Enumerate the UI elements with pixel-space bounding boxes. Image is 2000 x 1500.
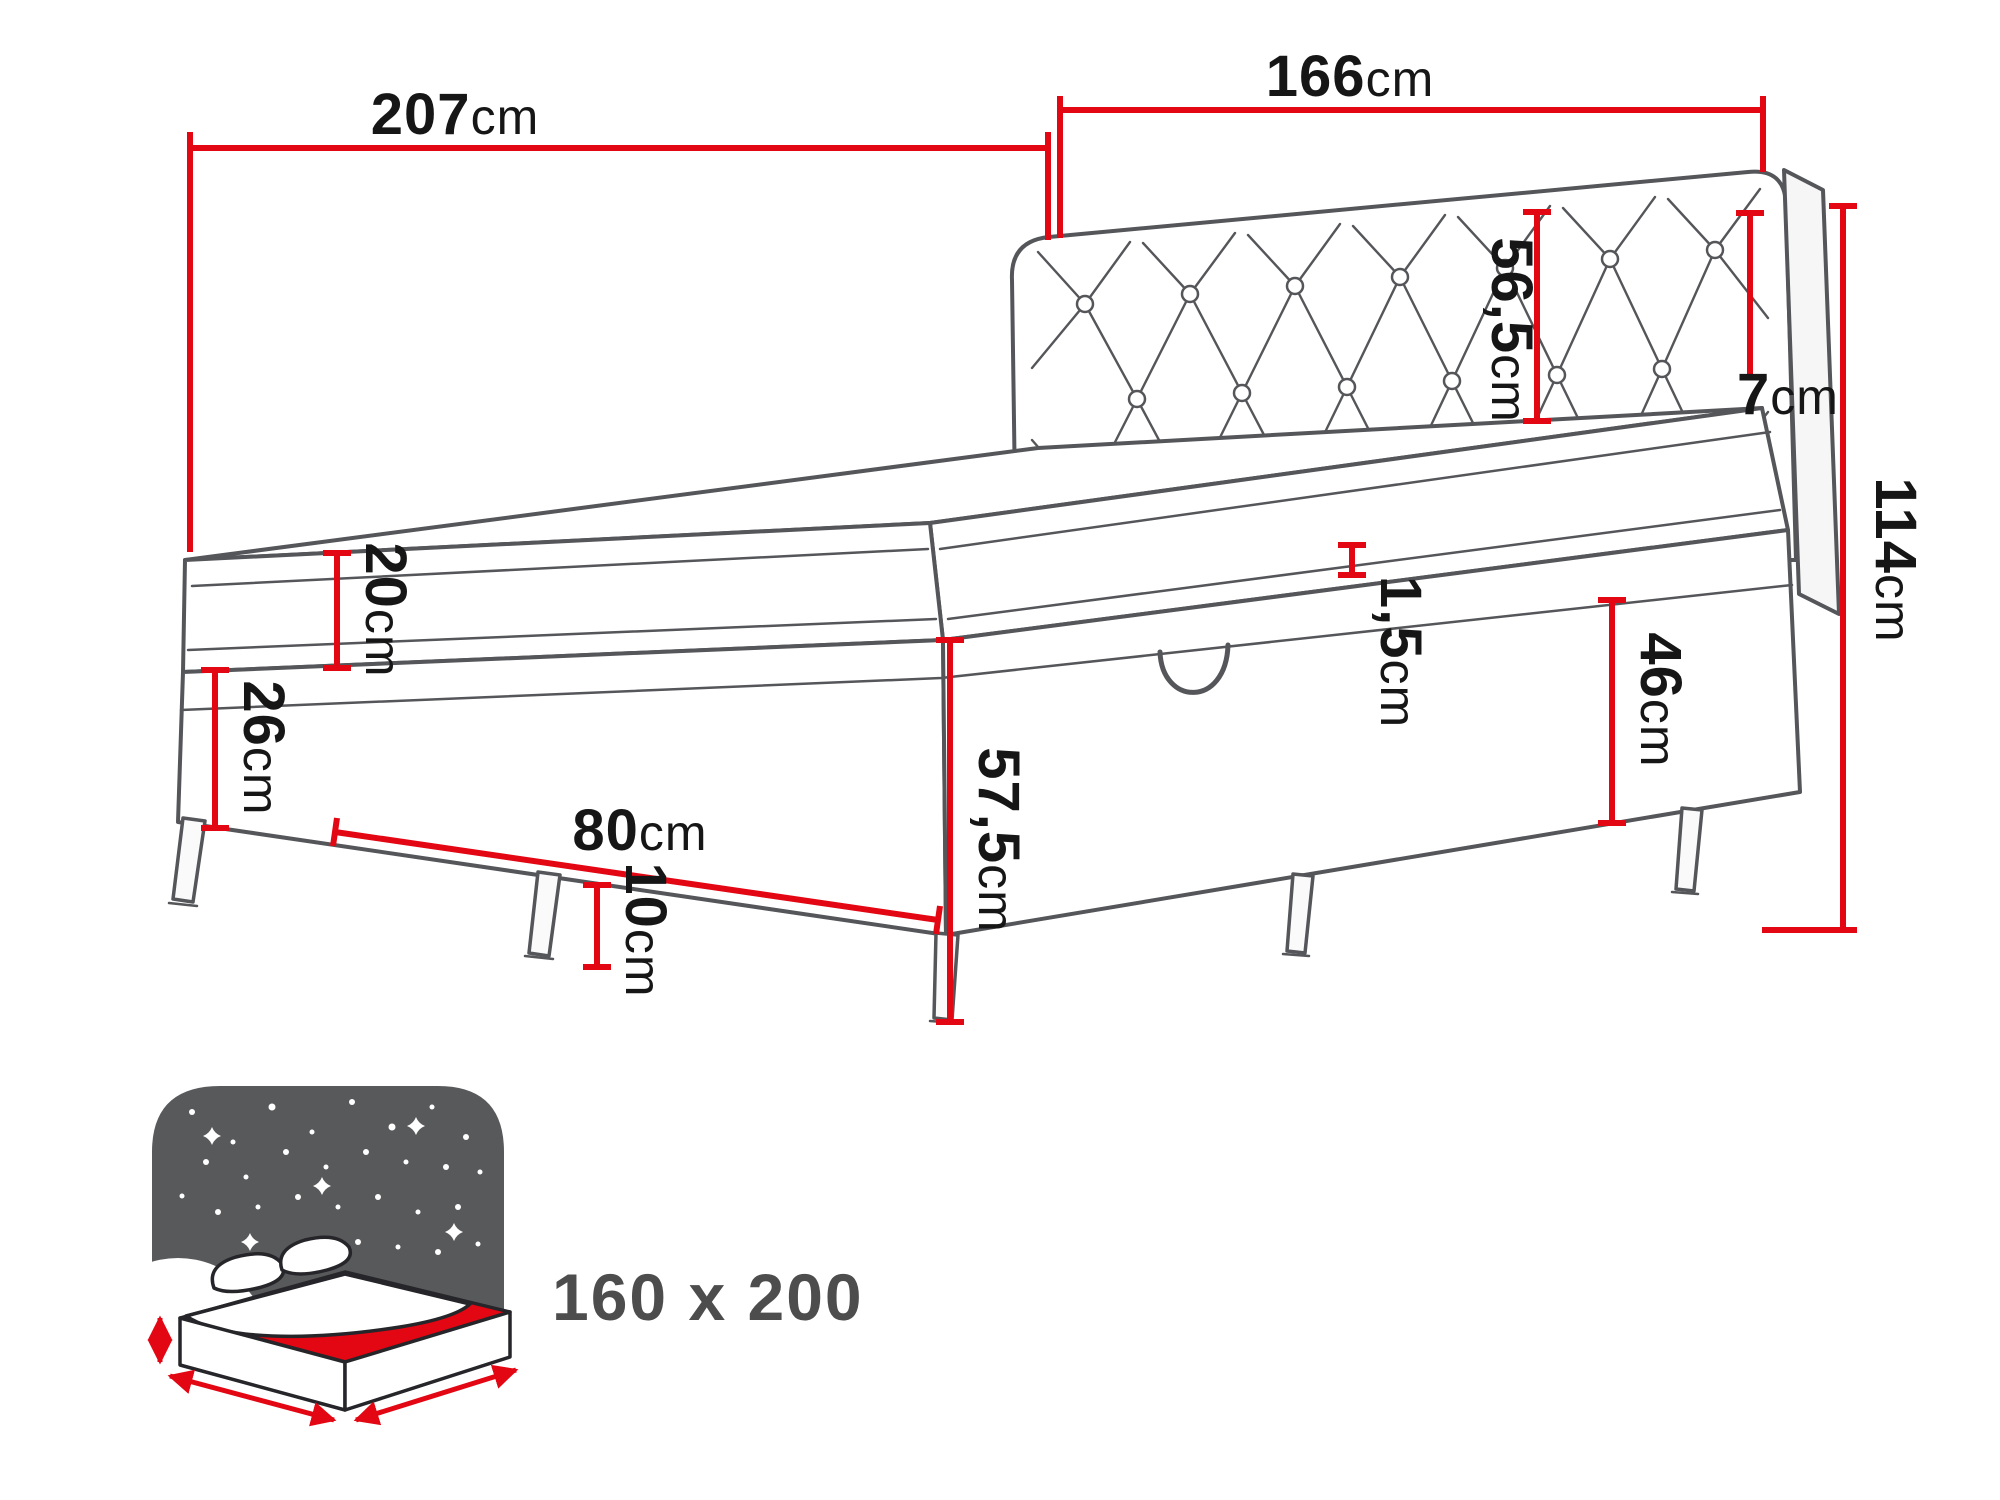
label-mattress-height: 20cm <box>353 542 418 677</box>
size-arrows <box>147 1315 519 1427</box>
mattress-welt-bottom <box>186 508 1782 652</box>
stars <box>179 1099 483 1255</box>
label-base-side-height: 46cm <box>1628 632 1693 767</box>
dimension-total-width: 166cm <box>1057 44 1766 238</box>
base-seam <box>179 583 1794 712</box>
dimension-base-side-height: 46cm <box>1598 597 1693 826</box>
bed-drawing <box>167 168 1841 1025</box>
size-badge: 160 x 200 <box>552 1260 864 1334</box>
lift-handle <box>1157 642 1231 695</box>
dimension-welt-height: 1,5cm <box>1338 542 1433 728</box>
mattress <box>181 406 1790 674</box>
size-icon: 160 x 200 <box>86 1086 864 1442</box>
headboard-side-panel <box>1782 168 1841 616</box>
label-headboard-depth: 7cm <box>1737 362 1839 427</box>
label-box-front-height: 26cm <box>231 680 296 815</box>
base <box>176 528 1802 937</box>
mattress-welt-top <box>190 430 1772 588</box>
label-front-corner-height: 57,5cm <box>966 747 1031 933</box>
label-leg-height: 10cm <box>613 862 678 997</box>
label-total-height: 114cm <box>1863 477 1928 642</box>
dimension-total-height: 114cm <box>1762 203 1928 933</box>
label-welt-height: 1,5cm <box>1368 576 1433 728</box>
dimension-headboard-height: 56,5cm <box>1479 209 1551 424</box>
dimension-front-corner-height: 57,5cm <box>936 637 1031 1025</box>
label-storage-width: 80cm <box>572 798 707 863</box>
dimension-box-front-height: 26cm <box>201 667 296 831</box>
dimension-storage-width: 80cm <box>330 798 943 935</box>
dimension-headboard-depth: 7cm <box>1736 210 1839 427</box>
legs <box>167 806 1704 1025</box>
dimension-total-length: 207cm <box>187 82 1051 552</box>
label-headboard-height: 56,5cm <box>1479 237 1544 423</box>
icon-pillow-right <box>279 1235 352 1276</box>
dimension-leg-height: 10cm <box>583 862 678 998</box>
dimension-mattress-height: 20cm <box>323 542 418 678</box>
label-total-width: 166cm <box>1266 44 1434 109</box>
icon-bed <box>147 1235 519 1427</box>
label-total-length: 207cm <box>371 82 539 147</box>
dimensions: 207cm 166cm 56,5cm 7cm 114cm 20cm 26cm <box>187 44 1928 1025</box>
